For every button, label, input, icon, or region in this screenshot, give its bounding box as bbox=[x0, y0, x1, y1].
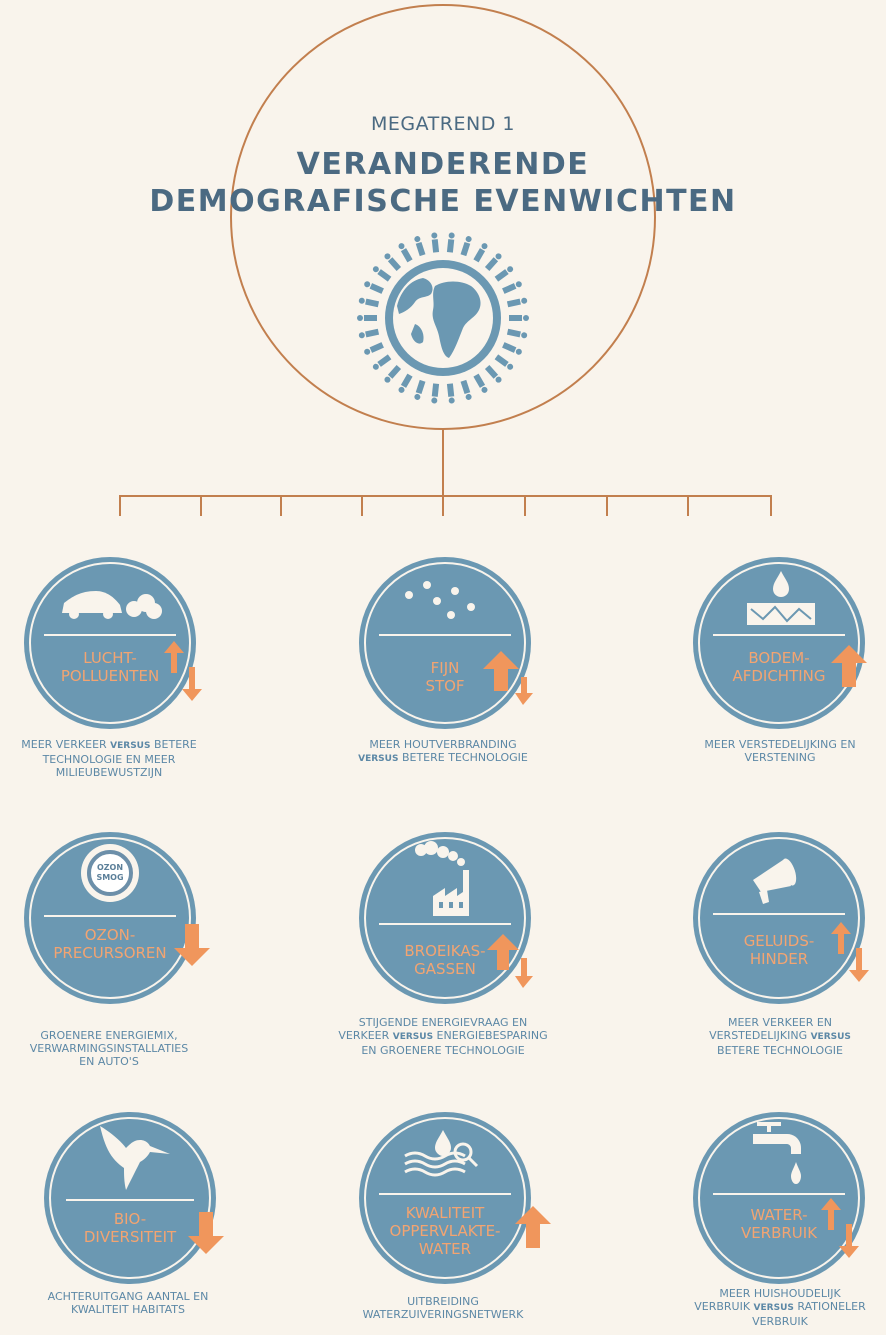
person-figure bbox=[446, 232, 455, 253]
trend-up-down-arrows-icon bbox=[831, 922, 869, 982]
tile-label: LUCHT- POLLUENTEN bbox=[60, 649, 160, 685]
tile-circle bbox=[359, 1112, 531, 1284]
tile-label: GELUIDS- HINDER bbox=[743, 932, 815, 968]
tile-label: BIO- DIVERSITEIT bbox=[83, 1210, 177, 1246]
trend-down-arrow-icon bbox=[188, 1212, 224, 1254]
tile-caption-biodiversiteit: ACHTERUITGANG AANTAL EN KWALITEIT HABITA… bbox=[47, 1290, 209, 1316]
tile-circle bbox=[359, 557, 531, 729]
page-title: VERANDERENDE DEMOGRAFISCHE EVENWICHTEN bbox=[0, 146, 886, 220]
tile-label: OZON- PRECURSOREN bbox=[53, 926, 167, 962]
tile-caption-bodemafdichting: MEER VERSTEDELIJKING EN VERSTENING bbox=[704, 738, 856, 764]
person-figure bbox=[460, 236, 472, 257]
tile-biodiversiteit: BIO- DIVERSITEIT bbox=[42, 1110, 224, 1286]
title-line-1: VERANDERENDE bbox=[296, 147, 590, 182]
tile-fijnstof: FIJN STOF bbox=[357, 555, 533, 731]
person-figure bbox=[506, 328, 528, 339]
tile-label: BROEIKAS- GASSEN bbox=[404, 942, 486, 978]
tile-waterverbruik: WATER- VERBRUIK bbox=[691, 1110, 867, 1286]
trend-up-arrow-icon bbox=[515, 1206, 551, 1248]
tile-caption-geluidshinder: MEER VERKEER EN VERSTEDELIJKING versus B… bbox=[709, 1016, 851, 1057]
person-figure bbox=[502, 281, 522, 294]
person-figure bbox=[506, 297, 528, 308]
tile-caption-waterverbruik: MEER HUISHOUDELIJK VERBRUIK versus RATIO… bbox=[694, 1287, 866, 1328]
tile-luchtpolluenten: LUCHT- POLLUENTEN bbox=[22, 555, 202, 731]
tile-label: FIJN STOF bbox=[425, 659, 465, 695]
trend-up-down-arrows-icon bbox=[164, 641, 202, 701]
person-figure bbox=[357, 315, 377, 321]
tile-circle bbox=[44, 1112, 216, 1284]
person-figure bbox=[358, 328, 380, 339]
tile-caption-luchtpolluenten: MEER VERKEER versus BETERE TECHNOLOGIE E… bbox=[21, 738, 197, 779]
person-figure bbox=[484, 253, 502, 271]
person-figure bbox=[460, 379, 472, 400]
tile-circle bbox=[693, 557, 865, 729]
person-figure bbox=[364, 342, 384, 355]
person-figure bbox=[398, 373, 413, 393]
person-figure bbox=[494, 266, 514, 282]
person-figure bbox=[431, 383, 440, 404]
megatrend-number: MEGATREND 1 bbox=[371, 113, 515, 135]
person-figure bbox=[446, 383, 455, 404]
tile-caption-oppervlaktewater: UITBREIDING WATERZUIVERINGSNETWERK bbox=[362, 1295, 524, 1321]
person-figure bbox=[494, 354, 514, 370]
tap-icon bbox=[753, 1122, 801, 1184]
water-magnifier-icon bbox=[404, 1130, 479, 1177]
person-figure bbox=[509, 315, 529, 321]
tile-circle bbox=[693, 832, 865, 1004]
car-smoke-icon bbox=[62, 591, 162, 619]
tile-circle bbox=[24, 832, 196, 1004]
person-figure bbox=[372, 266, 392, 282]
person-figure bbox=[473, 373, 488, 393]
person-figure bbox=[384, 365, 402, 383]
globe-people-icon bbox=[357, 232, 529, 404]
trend-down-arrow-icon bbox=[174, 924, 210, 966]
person-figure bbox=[484, 365, 502, 383]
trend-up-down-arrows-icon bbox=[821, 1198, 859, 1258]
person-figure bbox=[473, 243, 488, 263]
tile-caption-fijnstof: MEER HOUTVERBRANDING versus BETERE TECHN… bbox=[358, 738, 528, 764]
particles-icon bbox=[405, 581, 475, 619]
title-line-2: DEMOGRAFISCHE EVENWICHTEN bbox=[149, 184, 737, 219]
person-figure bbox=[372, 354, 392, 370]
tile-circle bbox=[359, 832, 531, 1004]
tile-oppervlaktewater: KWALITEIT OPPERVLAKTE- WATER bbox=[357, 1110, 551, 1286]
tile-broeikasgassen: BROEIKAS- GASSEN bbox=[357, 830, 533, 1006]
megaphone-icon bbox=[753, 858, 797, 904]
person-figure bbox=[502, 342, 522, 355]
tile-label: WATER- VERBRUIK bbox=[740, 1206, 818, 1242]
person-figure bbox=[384, 253, 402, 271]
tile-geluidshinder: GELUIDS- HINDER bbox=[691, 830, 869, 1006]
tile-ozonprecursoren: OZON SMOG OZON- PRECURSOREN bbox=[22, 830, 210, 1006]
person-figure bbox=[414, 236, 426, 257]
tile-caption-ozonprecursoren: GROENERE ENERGIEMIX, VERWARMINGSINSTALLA… bbox=[29, 1029, 189, 1068]
trend-up-down-small-icon bbox=[487, 934, 533, 988]
tile-label: BODEM- AFDICHTING bbox=[732, 649, 826, 685]
person-figure bbox=[364, 281, 384, 294]
tile-label: KWALITEIT OPPERVLAKTE- WATER bbox=[389, 1204, 501, 1258]
trend-up-arrow-icon bbox=[831, 645, 867, 687]
ozon-smog-icon: OZON SMOG bbox=[81, 844, 139, 902]
hummingbird-icon bbox=[100, 1126, 170, 1190]
person-figure bbox=[431, 232, 440, 253]
header-frame bbox=[119, 4, 772, 516]
tile-caption-broeikasgassen: STIJGENDE ENERGIEVRAAG EN VERKEER versus… bbox=[338, 1016, 548, 1057]
soil-drop-icon bbox=[747, 571, 815, 625]
tile-bodemafdichting: BODEM- AFDICHTING bbox=[691, 555, 867, 731]
trend-up-down-small-icon bbox=[483, 651, 533, 705]
person-figure bbox=[414, 379, 426, 400]
person-figure bbox=[358, 297, 380, 308]
person-figure bbox=[398, 243, 413, 263]
tile-circle bbox=[693, 1112, 865, 1284]
factory-icon bbox=[415, 841, 469, 916]
